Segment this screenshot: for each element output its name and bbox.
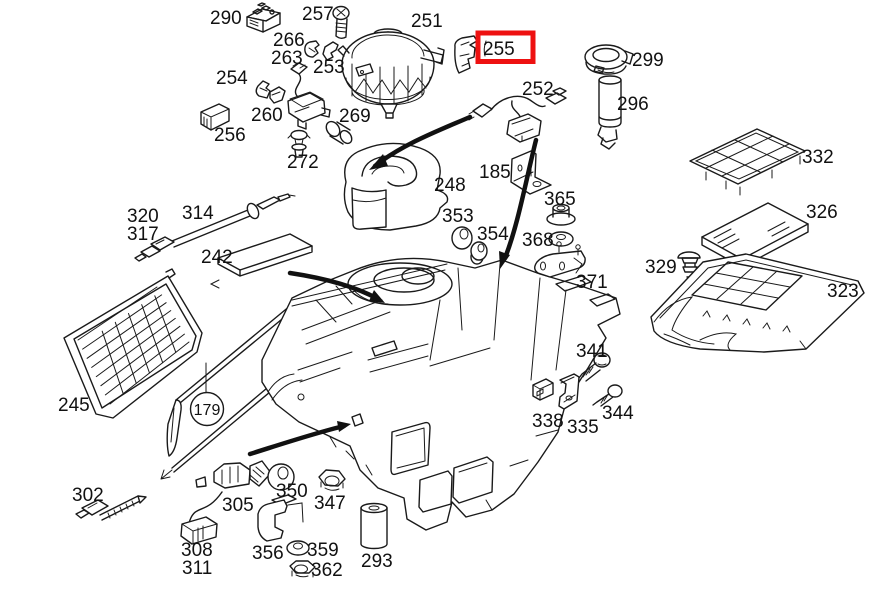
pointer-arrows [247, 114, 539, 457]
part-label-263[interactable]: 263 [271, 48, 303, 69]
part-335-illustration [558, 373, 580, 410]
part-label-305[interactable]: 305 [222, 495, 254, 516]
part-label-248[interactable]: 248 [434, 175, 466, 196]
part-label-371[interactable]: 371 [576, 272, 608, 293]
part-359-illustration [286, 540, 310, 556]
part-332-illustration [689, 128, 806, 196]
part-label-242[interactable]: 242 [201, 247, 233, 268]
part-label-308[interactable]: 308 [181, 540, 213, 561]
part-label-359[interactable]: 359 [307, 540, 339, 561]
part-label-317[interactable]: 317 [127, 224, 159, 245]
part-label-260[interactable]: 260 [251, 105, 283, 126]
part-label-341[interactable]: 341 [576, 341, 608, 362]
part-label-256[interactable]: 256 [214, 125, 246, 146]
part-label-332[interactable]: 332 [802, 147, 834, 168]
part-248-illustration [343, 142, 449, 231]
part-label-368[interactable]: 368 [522, 230, 554, 251]
part-label-296[interactable]: 296 [617, 94, 649, 115]
part-353-illustration [451, 226, 473, 250]
part-label-290[interactable]: 290 [210, 8, 242, 29]
part-272-illustration [287, 129, 311, 158]
part-labels: 290 257 251 266 255 263 299 253 254 252 … [58, 4, 859, 581]
part-338-illustration [532, 378, 554, 401]
part-label-299[interactable]: 299 [632, 50, 664, 71]
part-290-illustration [246, 2, 281, 33]
part-label-323[interactable]: 323 [827, 281, 859, 302]
part-label-252[interactable]: 252 [522, 79, 554, 100]
part-356-illustration [257, 494, 304, 542]
part-label-272[interactable]: 272 [287, 152, 319, 173]
part-label-354[interactable]: 354 [477, 224, 509, 245]
part-252-illustration [468, 87, 567, 143]
part-label-314[interactable]: 314 [182, 203, 214, 224]
part-341-illustration [578, 352, 611, 382]
part-label-266[interactable]: 266 [273, 30, 305, 51]
part-253-260-illustration [287, 62, 331, 130]
part-label-335[interactable]: 335 [567, 417, 599, 438]
part-label-269[interactable]: 269 [339, 106, 371, 127]
part-255-illustration [454, 35, 487, 74]
part-label-338[interactable]: 338 [532, 411, 564, 432]
part-label-329[interactable]: 329 [645, 257, 677, 278]
part-371-illustration [534, 241, 586, 278]
part-269-illustration [325, 120, 353, 145]
part-label-254[interactable]: 254 [216, 68, 248, 89]
part-314-illustration [134, 193, 296, 262]
part-256-illustration [200, 103, 230, 131]
part-368-illustration [548, 231, 574, 247]
part-299-illustration [584, 44, 634, 75]
part-label-251[interactable]: 251 [411, 11, 443, 32]
part-label-362[interactable]: 362 [311, 560, 343, 581]
part-label-320[interactable]: 320 [127, 206, 159, 227]
part-label-185[interactable]: 185 [479, 162, 511, 183]
circled-part-179[interactable] [189, 391, 225, 427]
part-label-257[interactable]: 257 [302, 4, 334, 25]
part-350-illustration [267, 463, 295, 491]
part-354-illustration [470, 241, 488, 261]
part-label-302[interactable]: 302 [72, 485, 104, 506]
part-266-263-illustration [304, 40, 339, 61]
part-label-326[interactable]: 326 [806, 202, 838, 223]
part-label-356[interactable]: 356 [252, 543, 284, 564]
part-296-illustration [597, 75, 622, 150]
part-257-illustration [332, 5, 350, 39]
part-251-illustration [337, 28, 445, 119]
part-245-illustration [63, 268, 203, 419]
part-label-353[interactable]: 353 [442, 206, 474, 227]
part-242-illustration [217, 233, 313, 277]
part-label-311[interactable]: 311 [182, 558, 212, 579]
part-308-311-illustration [180, 516, 218, 545]
part-347-illustration [318, 469, 346, 491]
part-329-illustration [677, 251, 701, 278]
part-label-253[interactable]: 253 [313, 57, 345, 78]
part-254-illustration [255, 80, 286, 104]
part-344-illustration [592, 384, 623, 407]
part-302-illustration [75, 495, 147, 521]
part-365-illustration [546, 203, 576, 226]
part-323-illustration [650, 253, 865, 353]
part-293-illustration [360, 502, 388, 550]
part-label-347[interactable]: 347 [314, 493, 346, 514]
part-label-365[interactable]: 365 [544, 189, 576, 210]
part-label-255[interactable]: 255 [483, 39, 515, 60]
part-362-illustration [289, 560, 316, 578]
part-label-293[interactable]: 293 [361, 551, 393, 572]
part-label-245[interactable]: 245 [58, 395, 90, 416]
part-label-179[interactable]: 179 [194, 402, 221, 419]
part-305-illustration [188, 460, 272, 533]
part-label-344[interactable]: 344 [602, 403, 634, 424]
highlight-box-255[interactable] [475, 30, 536, 64]
part-label-350[interactable]: 350 [276, 481, 308, 502]
